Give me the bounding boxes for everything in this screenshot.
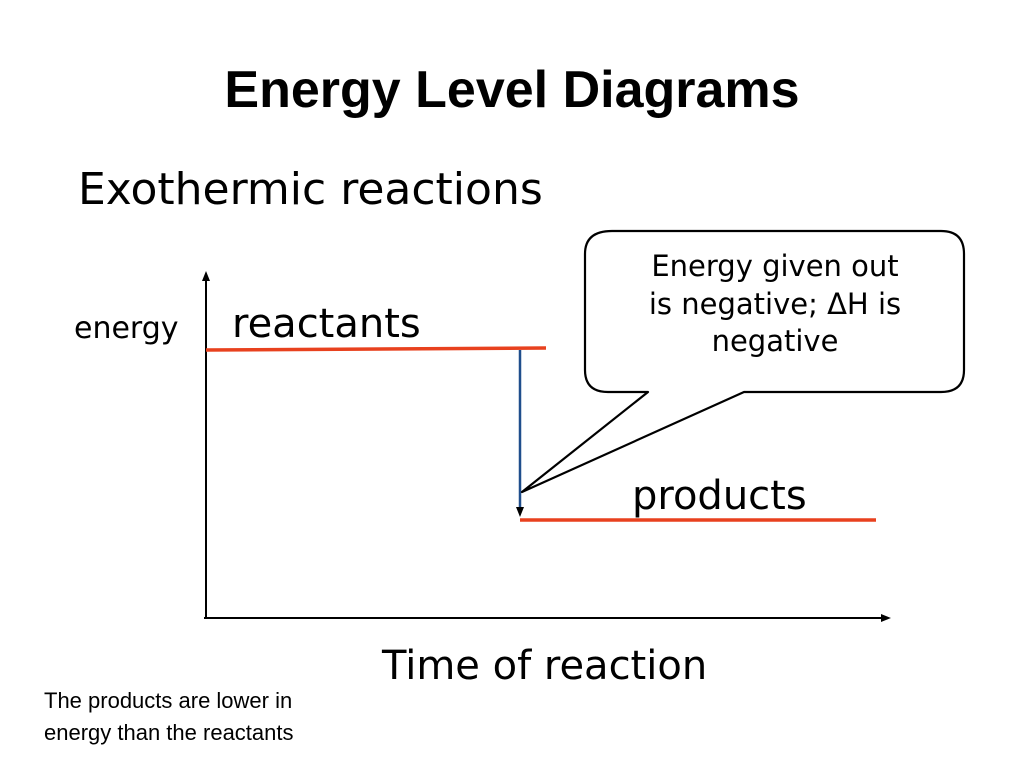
products-label: products [632,473,807,519]
callout-line-3: negative [711,324,839,359]
y-axis-label: energy [74,311,179,346]
callout-line-1: Energy given out [651,249,899,283]
x-axis-label: Time of reaction [382,643,708,689]
caption-line-2: energy than the reactants [44,719,294,745]
callout-text: Energy given out is negative; ΔH is nega… [590,248,960,361]
caption-line-1: The products are lower in [44,688,293,713]
callout-bubble [520,229,966,494]
slide-title: Energy Level Diagrams [224,61,800,119]
callout-line-2: is negative; ΔH is [648,286,902,321]
slide-subtitle: Exothermic reactions [78,164,543,215]
reactants-label: reactants [232,301,421,347]
reactants-level-line [205,346,547,352]
caption: The products are lower in energy than th… [44,685,294,749]
